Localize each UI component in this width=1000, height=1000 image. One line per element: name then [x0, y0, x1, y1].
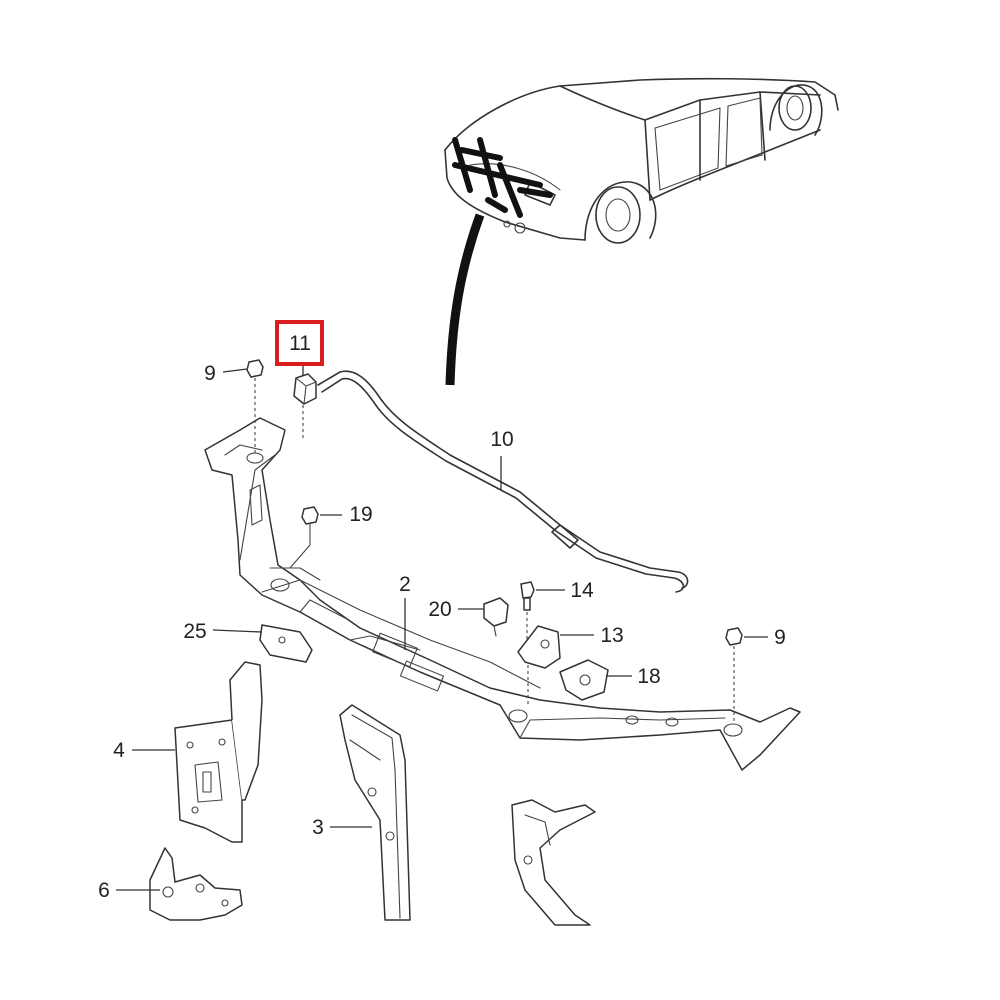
leader-lines	[116, 362, 768, 891]
bolt-9-right	[725, 627, 743, 722]
callout-2[interactable]: 2	[399, 573, 411, 596]
callout-11[interactable]: 11	[289, 332, 311, 355]
bolt-19	[289, 506, 319, 569]
clip-11	[293, 373, 317, 440]
callout-labels: 11 9 10 19 2 14 20 13 25 18 9 4 3 6	[98, 332, 786, 902]
callout-18[interactable]: 18	[637, 665, 660, 688]
vehicle-overview-illustration	[444, 77, 839, 386]
callout-10[interactable]: 10	[490, 428, 513, 451]
callout-9-right[interactable]: 9	[774, 626, 786, 649]
bracket-18	[559, 659, 609, 701]
bolt-9-left	[246, 359, 264, 455]
bolt-14	[520, 581, 535, 640]
callout-20[interactable]: 20	[428, 598, 451, 621]
hood-latch-6	[149, 847, 243, 921]
callout-14[interactable]: 14	[570, 579, 594, 602]
callout-19[interactable]: 19	[349, 503, 372, 526]
callout-4[interactable]: 4	[113, 739, 125, 762]
highlight-box-part-11	[275, 320, 324, 366]
callout-13[interactable]: 13	[600, 624, 623, 647]
bracket-25	[259, 624, 313, 663]
sensor-20	[483, 597, 509, 637]
side-member-3	[339, 704, 411, 921]
bracket-13	[517, 625, 561, 705]
callout-9-left[interactable]: 9	[204, 362, 216, 385]
callout-25[interactable]: 25	[183, 620, 206, 643]
callout-6[interactable]: 6	[98, 879, 110, 902]
hood-latch-support	[174, 661, 263, 843]
front-upper-carrier	[204, 417, 801, 771]
side-member-right	[511, 799, 596, 926]
hood-release-cable	[317, 370, 689, 593]
callout-3[interactable]: 3	[312, 816, 324, 839]
